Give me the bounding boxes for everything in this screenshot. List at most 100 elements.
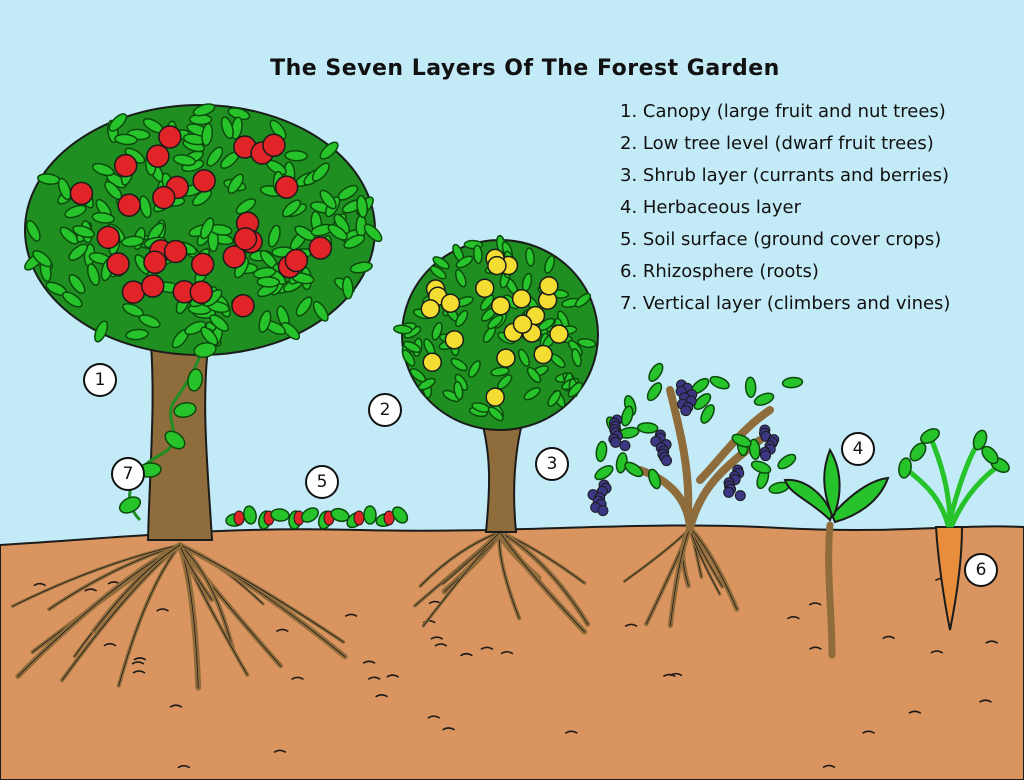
shrub-leaf [595, 440, 608, 463]
soil-speck [808, 646, 822, 650]
layer-marker-soil-surface: 5 [305, 465, 339, 499]
canopy-leaf [32, 249, 53, 268]
carrot-leaf [981, 445, 999, 465]
lemon [485, 387, 505, 407]
canopy-leaf [57, 177, 72, 201]
grape [734, 490, 746, 502]
soil-speck [882, 635, 896, 640]
grape [619, 440, 631, 452]
groundcover-leaf [363, 505, 377, 525]
shrub-leaf [637, 422, 659, 434]
lemon [422, 352, 442, 373]
canopy-leaf [267, 224, 281, 248]
canopy-leaf [201, 123, 214, 147]
layer-marker-canopy: 1 [83, 363, 117, 397]
soil-speck [460, 652, 473, 657]
canopy-leaf [86, 263, 100, 286]
dwarf-fruit-tree [393, 234, 599, 533]
shrub-leaf [648, 362, 664, 382]
soil-speck [367, 676, 381, 680]
shrub-leaf [647, 468, 661, 490]
groundcover-leaf [243, 505, 257, 525]
legend-item-herbaceous: 4. Herbaceous layer [620, 197, 802, 218]
shrub-leaf [646, 382, 663, 402]
lemon [475, 278, 495, 299]
dwarf-leaf [432, 256, 450, 270]
dwarf-leaf [577, 338, 597, 349]
lemon [487, 255, 507, 276]
soil-speck [386, 674, 400, 678]
canopy-leaf [284, 150, 308, 162]
canopy-leaf [209, 314, 229, 332]
apple [143, 250, 167, 275]
vine-leaf [173, 402, 197, 418]
ground-cover-plants [225, 505, 409, 530]
dwarf-leaf [455, 309, 469, 328]
lemon [490, 296, 511, 316]
soil-speck [979, 699, 992, 703]
soil-speck [442, 727, 455, 731]
dwarf-leaf [547, 389, 562, 407]
apple [262, 133, 286, 158]
dwarf-leaf [526, 366, 542, 384]
soil-speck [362, 660, 376, 664]
shrub-leaf [750, 460, 772, 474]
groundcover-leaf [300, 507, 320, 523]
canopy-leaf [343, 234, 366, 249]
shrub-leaf [731, 433, 752, 448]
canopy-leaf [356, 194, 368, 219]
canopy-leaf [68, 243, 88, 261]
soil-speck [480, 646, 494, 651]
canopy-leaf [139, 195, 152, 219]
groundcover-leaf [391, 506, 409, 524]
layer-marker-low-tree: 2 [368, 393, 402, 427]
dwarf-leaf [490, 366, 510, 377]
lemon [496, 348, 516, 368]
root-systems [10, 525, 740, 691]
soil-speck [33, 582, 47, 587]
lemon [440, 293, 461, 313]
lemon [533, 344, 553, 365]
canopy-leaf [59, 226, 79, 245]
root-outline [669, 527, 691, 626]
dwarf-leaf [393, 324, 413, 335]
shrub-stems [636, 386, 774, 532]
soil-speck [624, 623, 638, 627]
soil-speck [862, 730, 875, 734]
lemon [444, 330, 465, 350]
shrub-leaf [594, 465, 614, 481]
canopy-leaf [184, 320, 207, 336]
root-outline [179, 544, 233, 649]
canopy-leaf [206, 146, 224, 167]
layer-marker-herbaceous: 4 [841, 432, 875, 466]
soil-speck [291, 676, 304, 680]
canopy-leaf [94, 320, 109, 343]
apple [192, 169, 216, 193]
canopy-leaf [269, 119, 287, 140]
soil-speck [344, 613, 358, 617]
vine-leaf [193, 342, 217, 358]
root-outline [93, 544, 181, 632]
apple [96, 225, 121, 250]
strawberry [233, 510, 245, 526]
canopy-leaf [191, 189, 213, 207]
root-outline [442, 531, 501, 585]
canopy-leaf [342, 275, 354, 300]
layer-marker-vertical: 7 [111, 457, 145, 491]
soil-speck [662, 673, 676, 678]
canopy-leaf [295, 296, 313, 317]
apple [284, 248, 309, 273]
dwarf-leaf [487, 406, 504, 422]
shrub-leaf [620, 405, 634, 427]
vine-leaf [187, 368, 203, 392]
canopy-leaf [258, 310, 272, 333]
apple [163, 239, 188, 264]
soil-speck [131, 661, 145, 665]
dwarf-leaf [401, 349, 416, 367]
root-vegetable [898, 428, 1010, 631]
shrub-leaf [753, 392, 775, 406]
root-outline [179, 544, 213, 601]
apple [274, 175, 299, 199]
root-outline [499, 531, 585, 633]
lemon [511, 289, 532, 309]
